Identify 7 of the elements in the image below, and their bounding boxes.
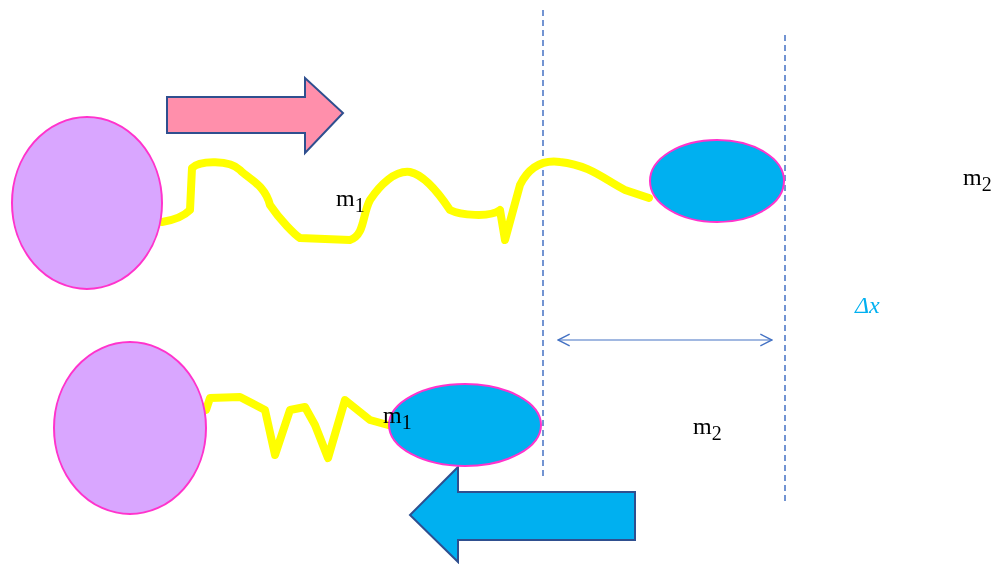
mass-ellipse <box>649 139 785 223</box>
mass-label: m$_{1}$ <box>336 184 365 218</box>
mass-ellipse <box>53 341 207 515</box>
mass-label: m$_{2}$ <box>693 412 722 446</box>
displacement-label: Δx <box>855 291 880 319</box>
mass-ellipse <box>11 116 163 290</box>
mass-label: m$_{2}$ <box>963 163 992 197</box>
